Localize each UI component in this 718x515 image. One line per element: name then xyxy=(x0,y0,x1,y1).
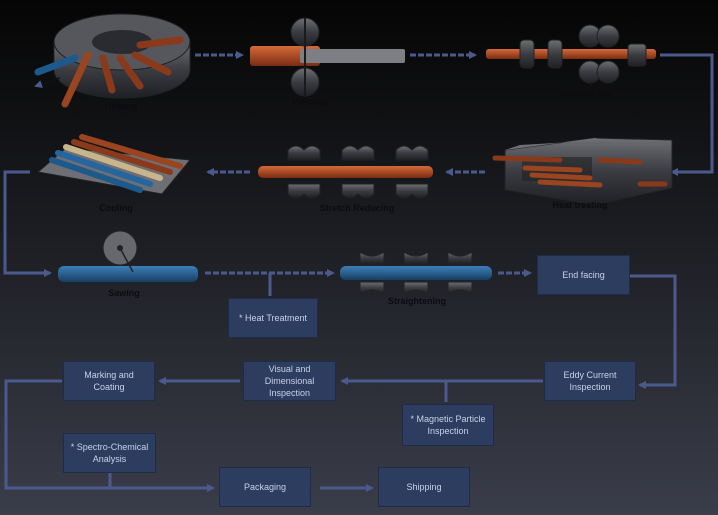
straightening-illustration xyxy=(340,251,492,295)
step-end-facing: End facing xyxy=(537,255,630,295)
sawing-illustration xyxy=(58,230,198,282)
step-magnetic-particle-inspection: * Magnetic Particle Inspection xyxy=(402,404,494,446)
step-packaging: Packaging xyxy=(219,467,311,507)
flow-arrows xyxy=(3,51,714,492)
label-straightening: Straightening xyxy=(388,296,446,306)
label-heat-treating: Heat treating xyxy=(552,200,608,210)
heat-treating-furnace-illustration xyxy=(492,137,673,206)
piercing-illustration xyxy=(250,17,405,97)
step-eddy-current-inspection: Eddy Current Inspection xyxy=(544,361,636,401)
label-sawing: Sawing xyxy=(108,288,140,298)
label-cooling: Cooling xyxy=(99,203,133,213)
step-shipping: Shipping xyxy=(378,467,470,507)
step-heat-treatment: * Heat Treatment xyxy=(228,298,318,338)
stretch-reducing-illustration xyxy=(258,145,433,199)
heating-furnace-illustration xyxy=(34,13,191,119)
label-piercing: Piercing xyxy=(292,97,328,107)
step-spectro-chemical-analysis: * Spectro-Chemical Analysis xyxy=(63,433,156,473)
step-marking-coating: Marking and Coating xyxy=(63,361,155,401)
cooling-bed-illustration xyxy=(36,134,191,195)
label-mandrel-mill: Mandrel Mill xyxy=(559,89,613,99)
mandrel-mill-illustration xyxy=(486,24,656,84)
label-stretch-reducing: Stretch Reducing xyxy=(319,203,395,213)
step-visual-dimensional-inspection: Visual and Dimensional Inspection xyxy=(243,361,336,401)
label-heating: Heating xyxy=(104,101,138,111)
